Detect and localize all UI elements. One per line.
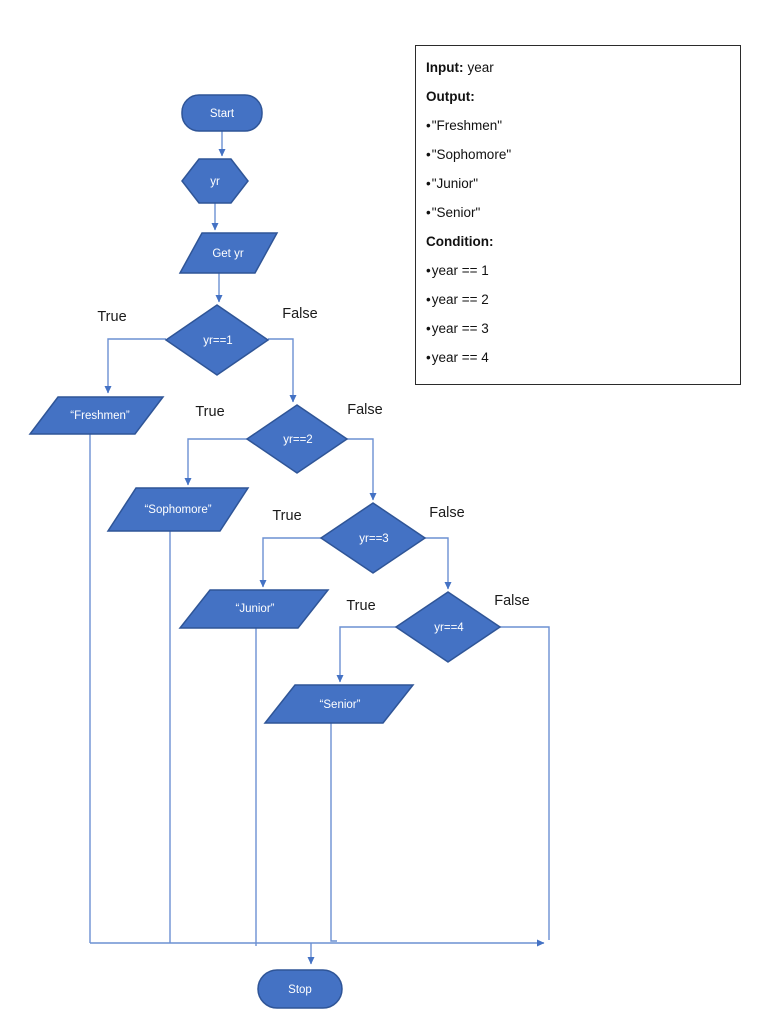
condition-item: •year == 1 xyxy=(426,256,732,285)
connector-senior-down xyxy=(330,723,337,942)
connectors xyxy=(89,131,550,965)
bullet-icon: • xyxy=(426,263,431,278)
condition-item: •year == 2 xyxy=(426,285,732,314)
sophomore-parallelogram-shape xyxy=(106,487,250,532)
decision4-false-label: False xyxy=(494,593,529,609)
node-decision2: yr==2 xyxy=(245,404,349,474)
node-sophomore: “Sophomore” xyxy=(106,487,250,532)
start-terminator-shape xyxy=(181,94,263,132)
output-item-text: "Freshmen" xyxy=(431,118,503,133)
output-item: •"Senior" xyxy=(426,198,732,227)
condition-item: •year == 4 xyxy=(426,343,732,372)
bullet-icon: • xyxy=(426,350,431,365)
spec-panel: Input:year Output: •"Freshmen" •"Sophomo… xyxy=(415,45,741,385)
senior-label: “Senior” xyxy=(320,699,361,711)
output-item: •"Freshmen" xyxy=(426,111,732,140)
decision4-diamond-shape xyxy=(394,591,502,663)
condition-label: Condition: xyxy=(426,234,494,249)
stop-label: Stop xyxy=(288,984,312,996)
bullet-icon: • xyxy=(426,176,431,191)
bullet-icon: • xyxy=(426,205,431,220)
connector-decision3-false xyxy=(425,537,452,590)
node-freshmen: “Freshmen” xyxy=(28,396,165,435)
node-decision3: yr==3 xyxy=(319,502,427,574)
node-get-year: Get yr xyxy=(178,232,279,274)
year-var-label: yr xyxy=(210,176,220,188)
decision2-false-label: False xyxy=(347,402,382,418)
decision3-false-label: False xyxy=(429,505,464,521)
output-item-text: "Senior" xyxy=(431,205,481,220)
decision2-true-label: True xyxy=(195,404,224,420)
bullet-icon: • xyxy=(426,147,431,162)
branch-labels: True False True False True False True Fa… xyxy=(97,306,529,614)
decision1-diamond-shape xyxy=(164,304,270,376)
node-year-var: yr xyxy=(181,158,249,204)
start-label: Start xyxy=(210,108,235,120)
bullet-icon: • xyxy=(426,118,431,133)
condition-item: •year == 3 xyxy=(426,314,732,343)
connector-decision4-true xyxy=(336,626,396,683)
decision4-label: yr==4 xyxy=(434,622,464,634)
input-line: Input:year xyxy=(426,53,732,82)
junior-label: “Junior” xyxy=(236,603,275,615)
decision3-true-label: True xyxy=(272,508,301,524)
connector-decision1-true xyxy=(104,338,166,394)
decision2-diamond-shape xyxy=(245,404,349,474)
condition-item-text: year == 1 xyxy=(431,263,489,278)
condition-item-text: year == 4 xyxy=(431,350,489,365)
output-item-text: "Junior" xyxy=(431,176,479,191)
decision4-true-label: True xyxy=(346,598,375,614)
decision3-label: yr==3 xyxy=(359,533,388,545)
condition-item-text: year == 3 xyxy=(431,321,489,336)
decision1-true-label: True xyxy=(97,309,126,325)
output-item: •"Junior" xyxy=(426,169,732,198)
node-start: Start xyxy=(181,94,263,132)
year-hexagon-shape xyxy=(181,158,249,204)
output-item-text: "Sophomore" xyxy=(431,147,512,162)
senior-parallelogram-shape xyxy=(263,684,415,724)
decision3-diamond-shape xyxy=(319,502,427,574)
connector-decision3-true xyxy=(259,537,321,588)
sophomore-label: “Sophomore” xyxy=(144,504,211,516)
decision2-label: yr==2 xyxy=(283,434,312,446)
stop-terminator-shape xyxy=(257,969,343,1009)
node-decision1: yr==1 xyxy=(164,304,270,376)
bullet-icon: • xyxy=(426,292,431,307)
decision1-false-label: False xyxy=(282,306,317,322)
output-label: Output: xyxy=(426,89,475,104)
node-senior: “Senior” xyxy=(263,684,415,724)
condition-item-text: year == 2 xyxy=(431,292,489,307)
node-decision4: yr==4 xyxy=(394,591,502,663)
input-label: Input: xyxy=(426,60,464,75)
connector-decision2-true xyxy=(184,438,247,486)
connector-decision2-false xyxy=(347,438,377,501)
bullet-icon: • xyxy=(426,321,431,336)
junior-parallelogram-shape xyxy=(178,589,330,629)
connector-decision1-false xyxy=(268,338,297,403)
output-heading: Output: xyxy=(426,82,732,111)
output-item: •"Sophomore" xyxy=(426,140,732,169)
freshmen-parallelogram-shape xyxy=(28,396,165,435)
condition-heading: Condition: xyxy=(426,227,732,256)
node-junior: “Junior” xyxy=(178,589,330,629)
connector-decision4-false xyxy=(500,626,550,940)
get-year-parallelogram-shape xyxy=(178,232,279,274)
get-year-label: Get yr xyxy=(212,248,243,260)
input-value: year xyxy=(467,60,494,75)
node-stop: Stop xyxy=(257,969,343,1009)
decision1-label: yr==1 xyxy=(203,335,232,347)
freshmen-label: “Freshmen” xyxy=(70,410,130,422)
